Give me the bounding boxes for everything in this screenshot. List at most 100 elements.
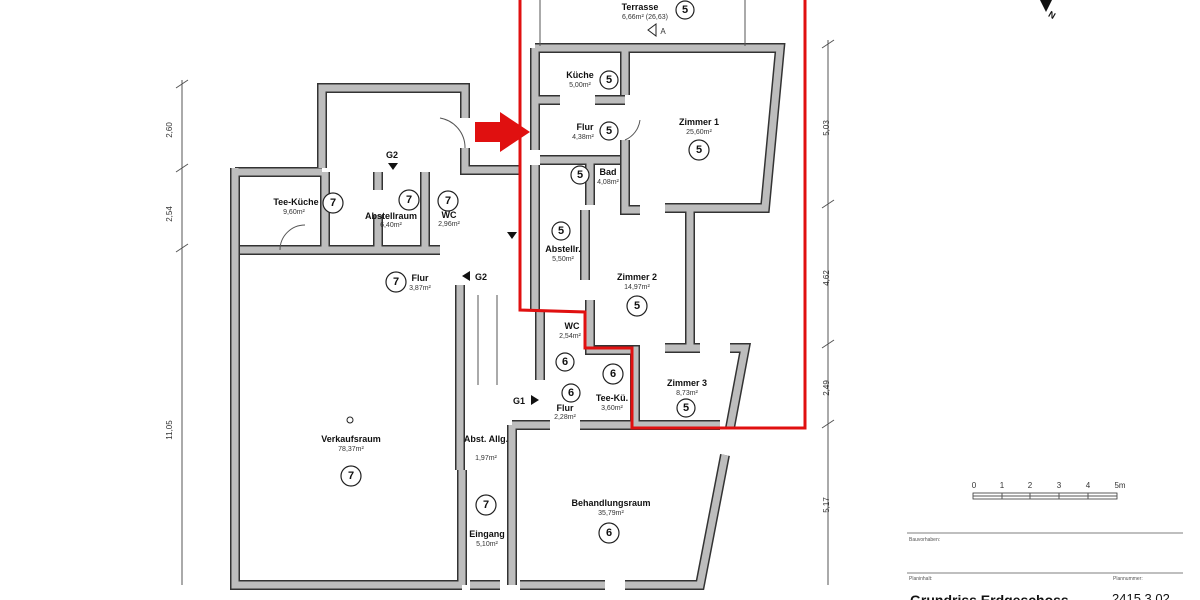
path-mark (235, 84, 520, 176)
rooms-13-name-label: Abstellraum (365, 211, 417, 221)
circle-mark (340, 465, 362, 487)
room-behandlungsraum: Behandlungsraum 35,79m² 6 (571, 498, 651, 544)
title-block: Bauvorhaben: Planinhalt: Plannummer: Gru… (907, 532, 1183, 600)
rooms-7-area-label: 8,73m² (676, 390, 698, 397)
rooms-6-name-label: Zimmer 2 (617, 272, 657, 282)
circle-mark (626, 295, 648, 317)
title_block-planinhalt_label-label: Planinhalt: (909, 576, 932, 582)
circle-mark (598, 522, 620, 544)
rooms-13-area-label: 6,40m² (380, 222, 402, 229)
unit-boundary-highlight (475, 0, 807, 430)
dimension-lines: 2,60 2,54 11,05 5,03 4,62 2,49 5,17 (165, 39, 835, 585)
arrow-left-icon (462, 271, 470, 281)
path-mark (581, 210, 750, 429)
arrow-down-icon (388, 163, 398, 170)
rooms-5-name-label: Abstellr. (545, 244, 581, 254)
rooms-18-area-label: 5,10m² (476, 541, 498, 548)
title_block-bauvorhaben_label-label: Bauvorhaben: (909, 537, 940, 543)
scale_bar-labels-1-label: 1 (1000, 481, 1005, 490)
rooms-1-unit-label: 5 (606, 74, 612, 86)
scale_bar-labels-4-label: 4 (1086, 481, 1091, 490)
rooms-11-unit-label: 6 (606, 527, 612, 539)
room-zimmer-2: Zimmer 2 14,97m² 5 (617, 272, 657, 317)
dimensions-left-1-label: 2,54 (165, 206, 174, 222)
markers: G2 G2 G1 A N (386, 0, 1057, 406)
dimensions-right-1-label: 4,62 (822, 270, 831, 286)
markers-north-label: N (1047, 9, 1058, 21)
circle-mark (688, 139, 710, 161)
rooms-8-area-label: 2,54m² (559, 333, 581, 340)
rooms-13-unit-label: 7 (406, 194, 412, 206)
rooms-15-unit-label: 7 (393, 276, 399, 288)
scale_bar-labels-3-label: 3 (1057, 481, 1062, 490)
rooms-3-area-label: 25,60m² (686, 129, 712, 136)
circle-mark (555, 352, 575, 372)
rooms-7-unit-label: 5 (683, 402, 689, 414)
rooms-5-unit-label: 5 (558, 225, 564, 237)
polygon-mark (1040, 0, 1052, 12)
rooms-2-area-label: 4,38m² (572, 134, 594, 141)
rooms-11-area-label: 35,79m² (598, 510, 624, 517)
circle-mark (602, 363, 624, 385)
room-flur-7: 7 Flur 3,87m² (385, 271, 432, 293)
g-mark (231, 44, 784, 589)
rooms-6-area-label: 14,97m² (624, 284, 650, 291)
rooms-1-name-label: Küche (566, 70, 594, 80)
markers-g2_flur-label: G2 (475, 272, 487, 282)
dimensions-right-2-label: 2,49 (822, 380, 831, 396)
rooms-12-unit-label: 7 (330, 197, 336, 209)
rooms-16-name-label: Verkaufsraum (321, 434, 381, 444)
arrow-right-icon (531, 395, 539, 405)
circle-mark (398, 189, 420, 211)
rooms-0-area-label: 6,66m² (26,63) (622, 14, 668, 21)
rooms-4-name-label: Bad (599, 167, 616, 177)
entrance-arrow-icon (475, 112, 530, 152)
rooms-4-area-label: 4,08m² (597, 179, 619, 186)
circle-mark (561, 383, 581, 403)
circle-mark (599, 121, 619, 141)
dimensions-left-2-label: 11,05 (165, 420, 174, 440)
plan-title: Grundriss Erdgeschoss (910, 592, 1069, 600)
rooms-10-name-label: Flur (557, 403, 574, 413)
dimensions-left-0-label: 2,60 (165, 122, 174, 138)
rooms-15-area-label: 3,87m² (409, 285, 431, 292)
markers-section-label: A (660, 27, 666, 36)
rooms-10-area-label: 2,28m² (554, 414, 576, 421)
circle-mark (437, 190, 459, 212)
rooms-9-area-label: 3,60m² (601, 405, 623, 412)
path-mark (240, 172, 440, 254)
rooms-17-area-label: 1,97m² (475, 455, 497, 462)
rooms-2-unit-label: 5 (606, 125, 612, 137)
path-mark (279, 0, 746, 385)
rooms-17-name-label: Abst. Allg. (464, 434, 508, 444)
dimensions-right-0-label: 5,03 (822, 120, 831, 136)
rooms-9-unit-label: 6 (610, 368, 616, 380)
rooms-8-name-label: WC (565, 321, 580, 331)
rooms-11-name-label: Behandlungsraum (571, 498, 650, 508)
circle-mark (570, 165, 590, 185)
dimensions-right-3-label: 5,17 (822, 497, 831, 513)
circle-mark (551, 221, 571, 241)
circle-mark (676, 398, 696, 418)
rooms-3-name-label: Zimmer 1 (679, 117, 719, 127)
rooms-6-unit-label: 5 (634, 300, 640, 312)
scale_bar-labels-5-label: 5m (1114, 481, 1125, 490)
rooms-15-name-label: Flur (412, 273, 429, 283)
path-mark (175, 39, 835, 585)
rooms-10-unit-label: 6 (568, 387, 574, 399)
rooms-16-area-label: 78,37m² (338, 446, 364, 453)
